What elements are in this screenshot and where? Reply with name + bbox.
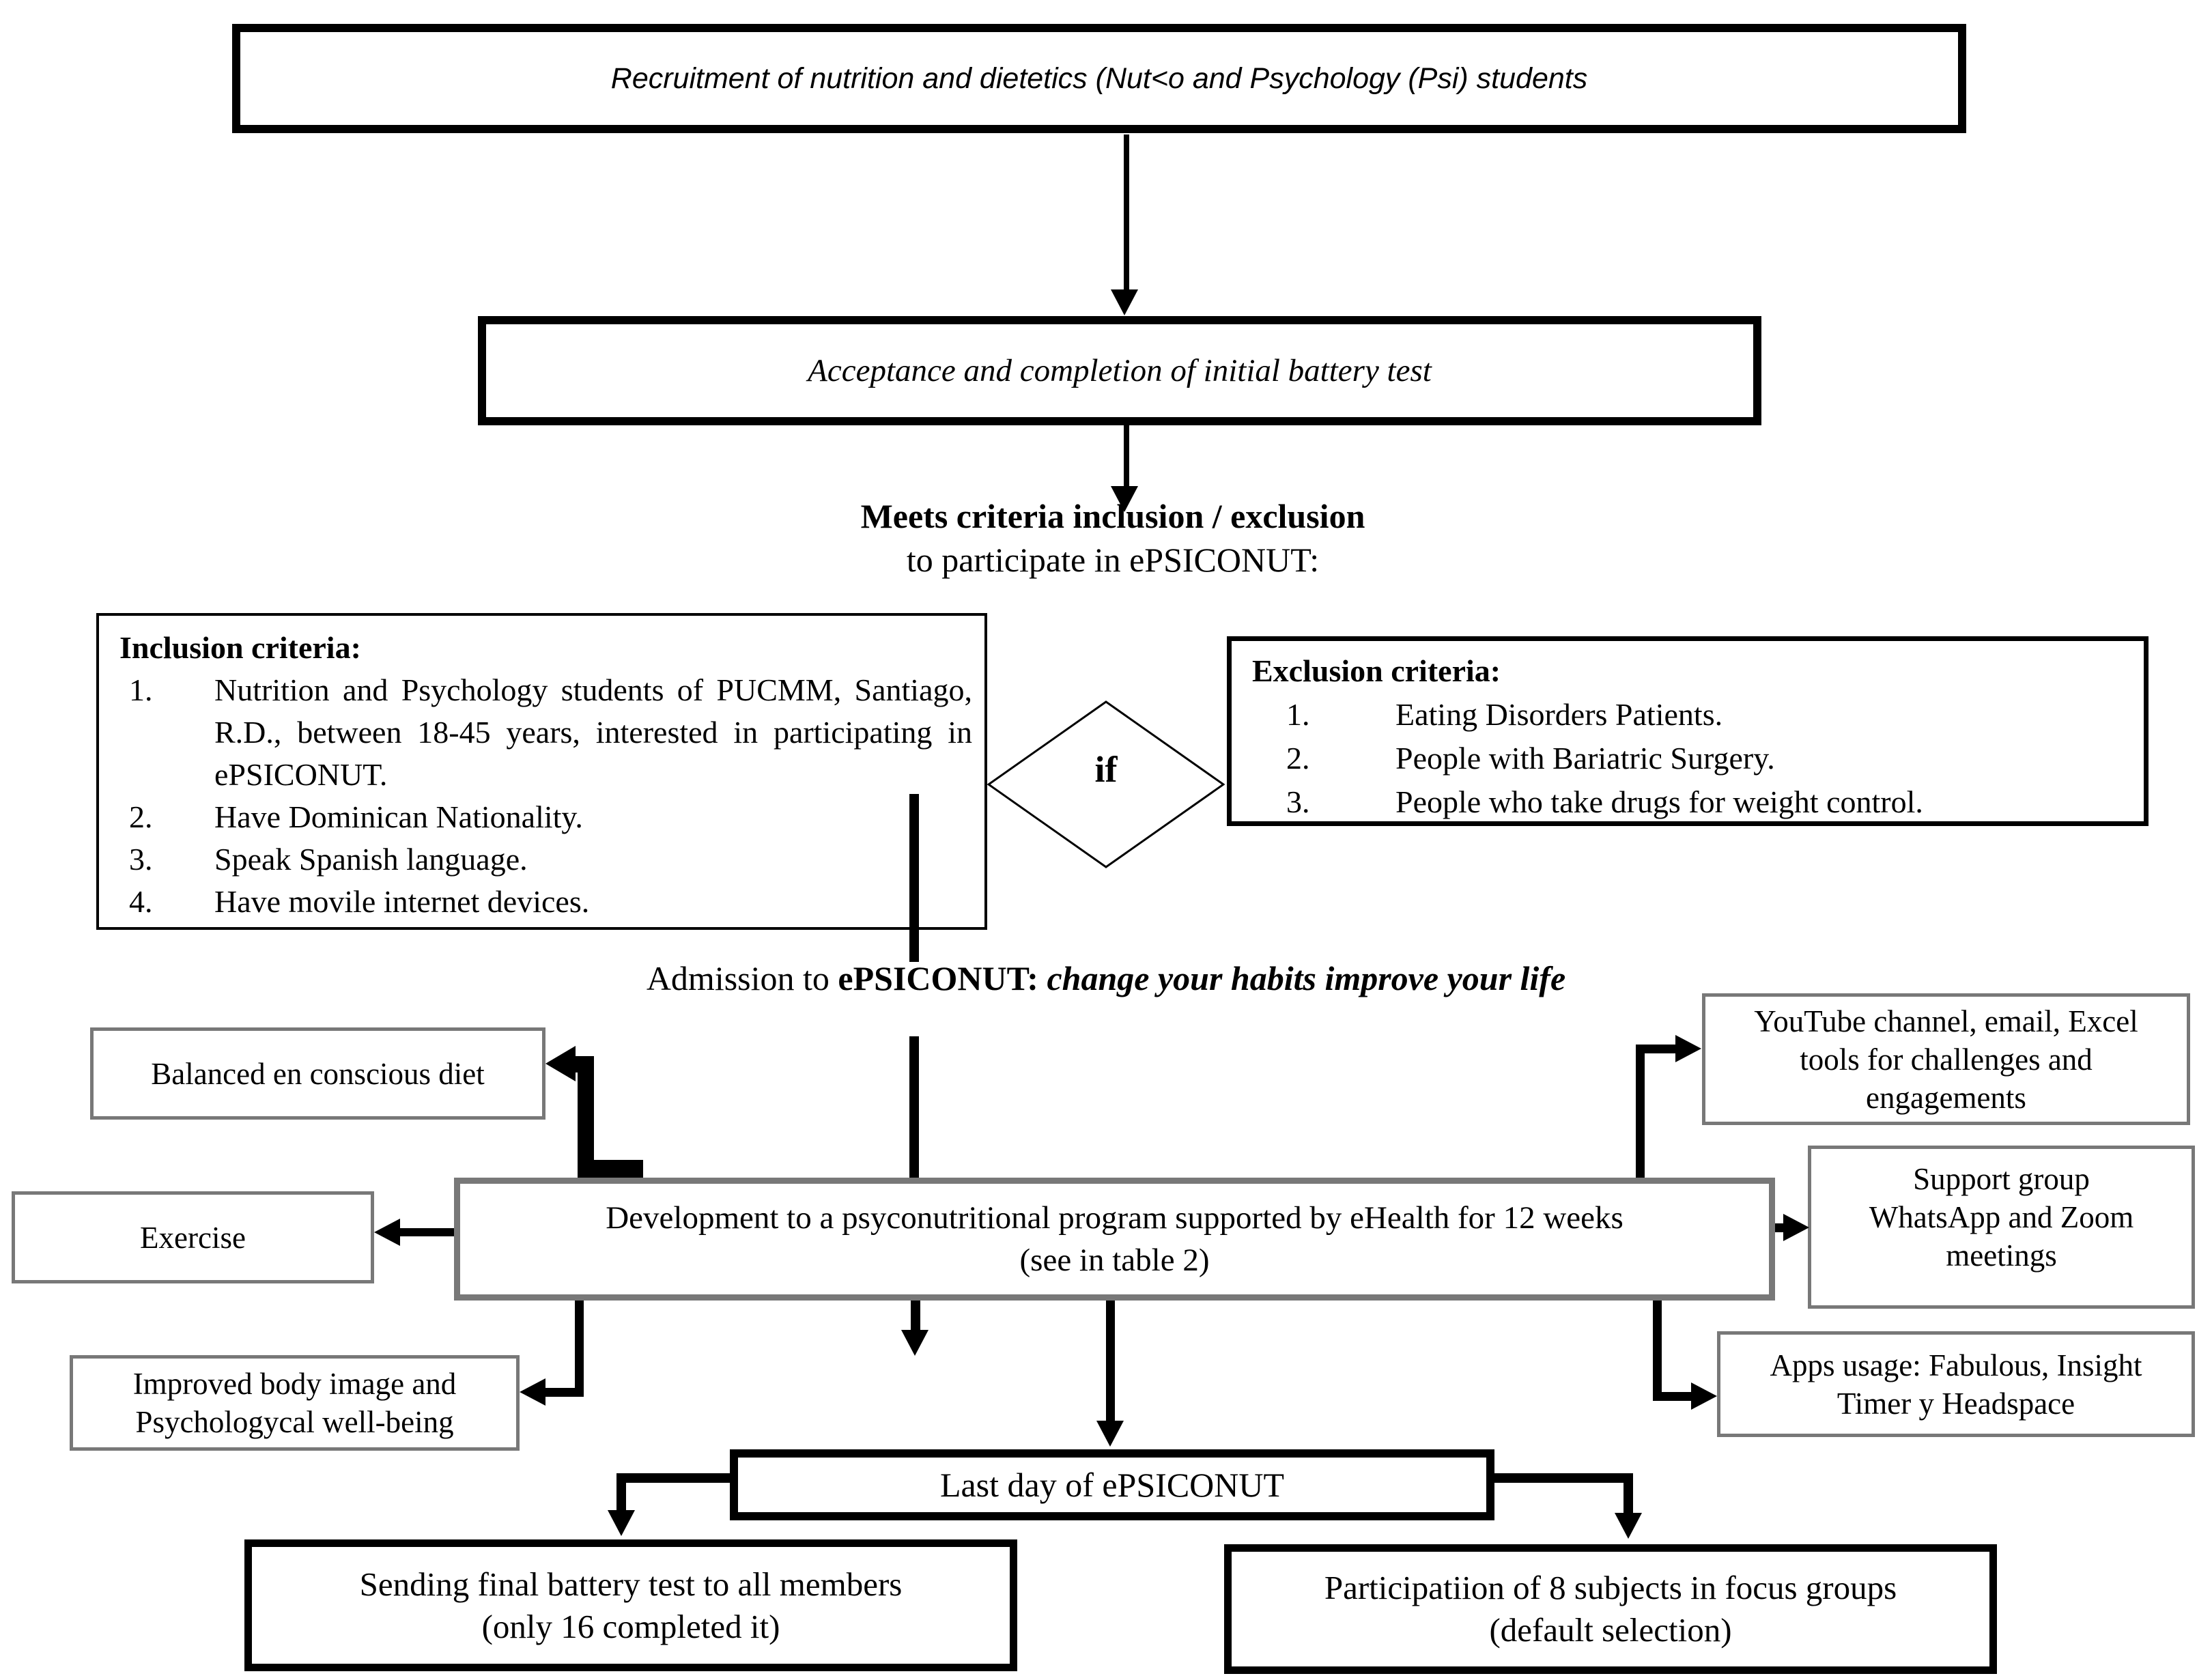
arrowhead-recruitment-acceptance bbox=[1111, 289, 1138, 315]
focus-groups-line2: (default selection) bbox=[1489, 1611, 1732, 1649]
admission-caption: Admission to ePSICONUT: change your habi… bbox=[0, 958, 2212, 998]
program-box: Development to a psyconutritional progra… bbox=[454, 1178, 1775, 1301]
connector-program-apps-horizontal bbox=[1653, 1392, 1694, 1401]
connector-program-diet-horizontal bbox=[572, 1056, 593, 1073]
arrowhead-program-stub bbox=[901, 1330, 928, 1356]
admission-brand: ePSICONUT: bbox=[838, 959, 1047, 997]
arrowhead-lastday-battery bbox=[608, 1510, 635, 1536]
inclusion-item: 1. Nutrition and Psychology students of … bbox=[119, 669, 984, 796]
item-text: Eating Disorders Patients. bbox=[1395, 697, 1723, 732]
connector-program-body-vertical bbox=[575, 1301, 584, 1397]
body-image-line1: Improved body image and bbox=[132, 1367, 457, 1401]
final-battery-line2: (only 16 completed it) bbox=[481, 1607, 780, 1645]
support-line3: meetings bbox=[1946, 1238, 2057, 1273]
item-text: Have Dominican Nationality. bbox=[214, 799, 583, 834]
recruitment-label: Recruitment of nutrition and dietetics (… bbox=[610, 61, 1588, 95]
youtube-tools-box: YouTube channel, email, Excel tools for … bbox=[1702, 993, 2190, 1125]
connector-recruitment-acceptance bbox=[1124, 134, 1129, 292]
arrowhead-program-diet bbox=[545, 1046, 576, 1081]
arrowhead-program-support bbox=[1783, 1214, 1809, 1241]
apps-usage-box: Apps usage: Fabulous, Insight Timer y He… bbox=[1717, 1331, 2195, 1437]
final-battery-box: Sending final battery test to all member… bbox=[244, 1539, 1017, 1671]
youtube-line3: engagements bbox=[1866, 1080, 2026, 1115]
connector-lastday-battery-horizontal bbox=[616, 1473, 730, 1483]
connector-program-stub bbox=[911, 1301, 920, 1333]
connector-program-diet-vertical bbox=[578, 1056, 594, 1178]
last-day-label: Last day of ePSICONUT bbox=[939, 1466, 1285, 1504]
program-line2: (see in table 2) bbox=[1019, 1242, 1210, 1278]
connector-criteria-admission bbox=[909, 794, 919, 962]
focus-groups-line1: Participatiion of 8 subjects in focus gr… bbox=[1324, 1569, 1897, 1606]
support-line2: WhatsApp and Zoom bbox=[1869, 1200, 2134, 1234]
youtube-line1: YouTube channel, email, Excel bbox=[1754, 1004, 2138, 1038]
exclusion-item: 1. Eating Disorders Patients. bbox=[1252, 693, 2144, 737]
exclusion-item: 2. People with Bariatric Surgery. bbox=[1252, 737, 2144, 780]
item-text: People with Bariatric Surgery. bbox=[1395, 741, 1775, 776]
acceptance-label: Acceptance and completion of initial bat… bbox=[808, 353, 1432, 388]
support-group-box: Support group WhatsApp and Zoom meetings bbox=[1808, 1146, 2195, 1309]
inclusion-item: 2. Have Dominican Nationality. bbox=[119, 796, 984, 838]
last-day-box: Last day of ePSICONUT bbox=[730, 1449, 1494, 1520]
connector-admission-program bbox=[909, 1036, 919, 1178]
inclusion-title: Inclusion criteria: bbox=[119, 630, 361, 665]
apps-line1: Apps usage: Fabulous, Insight bbox=[1770, 1348, 2142, 1382]
item-number: 3. bbox=[129, 842, 153, 877]
connector-program-exercise bbox=[399, 1228, 454, 1236]
arrowhead-lastday-focus bbox=[1615, 1513, 1642, 1539]
body-image-box: Improved body image and Psychologycal we… bbox=[70, 1355, 520, 1451]
exclusion-criteria-box: Exclusion criteria: 1. Eating Disorders … bbox=[1227, 636, 2149, 826]
youtube-line2: tools for challenges and bbox=[1800, 1042, 2093, 1077]
item-text: Nutrition and Psychology students of PUC… bbox=[214, 672, 972, 792]
connector-program-lastday bbox=[1106, 1301, 1115, 1423]
recruitment-box: Recruitment of nutrition and dietetics (… bbox=[232, 24, 1966, 133]
inclusion-criteria-box: Inclusion criteria: 1. Nutrition and Psy… bbox=[96, 613, 987, 930]
connector-program-apps-vertical bbox=[1653, 1301, 1662, 1400]
decision-label: if bbox=[1094, 749, 1118, 790]
admission-tagline: change your habits improve your life bbox=[1047, 959, 1566, 997]
inclusion-item: 4. Have movile internet devices. bbox=[119, 881, 984, 923]
exclusion-item: 3. People who take drugs for weight cont… bbox=[1252, 780, 2144, 824]
body-image-line2: Psychologycal well-being bbox=[135, 1405, 454, 1439]
decision-diamond bbox=[987, 700, 1225, 868]
item-number: 1. bbox=[1286, 697, 1310, 732]
connector-program-youtube-vertical bbox=[1636, 1049, 1645, 1178]
admission-prefix: Admission to bbox=[646, 959, 838, 997]
connector-lastday-focus-horizontal bbox=[1494, 1473, 1633, 1483]
item-number: 3. bbox=[1286, 784, 1310, 819]
item-text: Have movile internet devices. bbox=[214, 884, 590, 919]
connector-acceptance-meets bbox=[1124, 425, 1129, 488]
focus-groups-box: Participatiion of 8 subjects in focus gr… bbox=[1224, 1544, 1997, 1674]
arrowhead-program-lastday bbox=[1096, 1421, 1124, 1447]
arrowhead-program-youtube bbox=[1675, 1035, 1701, 1062]
connector-program-body-horizontal bbox=[545, 1388, 584, 1397]
program-line1: Development to a psyconutritional progra… bbox=[606, 1200, 1623, 1236]
support-line1: Support group bbox=[1913, 1162, 2090, 1196]
item-number: 1. bbox=[129, 672, 153, 707]
item-number: 2. bbox=[1286, 741, 1310, 776]
inclusion-item: 3. Speak Spanish language. bbox=[119, 838, 984, 881]
exercise-box: Exercise bbox=[12, 1191, 374, 1283]
connector-lastday-battery-vertical bbox=[616, 1473, 626, 1513]
meets-criteria-line2: to participate in ePSICONUT: bbox=[906, 541, 1320, 579]
item-number: 4. bbox=[129, 884, 153, 919]
item-text: Speak Spanish language. bbox=[214, 842, 528, 877]
connector-lastday-focus-vertical bbox=[1623, 1473, 1633, 1516]
balanced-diet-label: Balanced en conscious diet bbox=[151, 1056, 485, 1091]
arrowhead-program-exercise bbox=[374, 1219, 400, 1246]
arrowhead-acceptance-meets bbox=[1111, 486, 1138, 512]
final-battery-line1: Sending final battery test to all member… bbox=[359, 1565, 903, 1603]
item-text: People who take drugs for weight control… bbox=[1395, 784, 1923, 819]
item-number: 2. bbox=[129, 799, 153, 834]
arrowhead-program-apps bbox=[1691, 1382, 1717, 1410]
acceptance-box: Acceptance and completion of initial bat… bbox=[478, 316, 1761, 425]
arrowhead-program-body bbox=[520, 1378, 545, 1406]
exclusion-title: Exclusion criteria: bbox=[1252, 653, 1501, 688]
connector-program-youtube-horizontal bbox=[1636, 1045, 1678, 1053]
apps-line2: Timer y Headspace bbox=[1837, 1386, 2075, 1421]
balanced-diet-box: Balanced en conscious diet bbox=[90, 1027, 545, 1120]
exercise-label: Exercise bbox=[140, 1220, 246, 1255]
